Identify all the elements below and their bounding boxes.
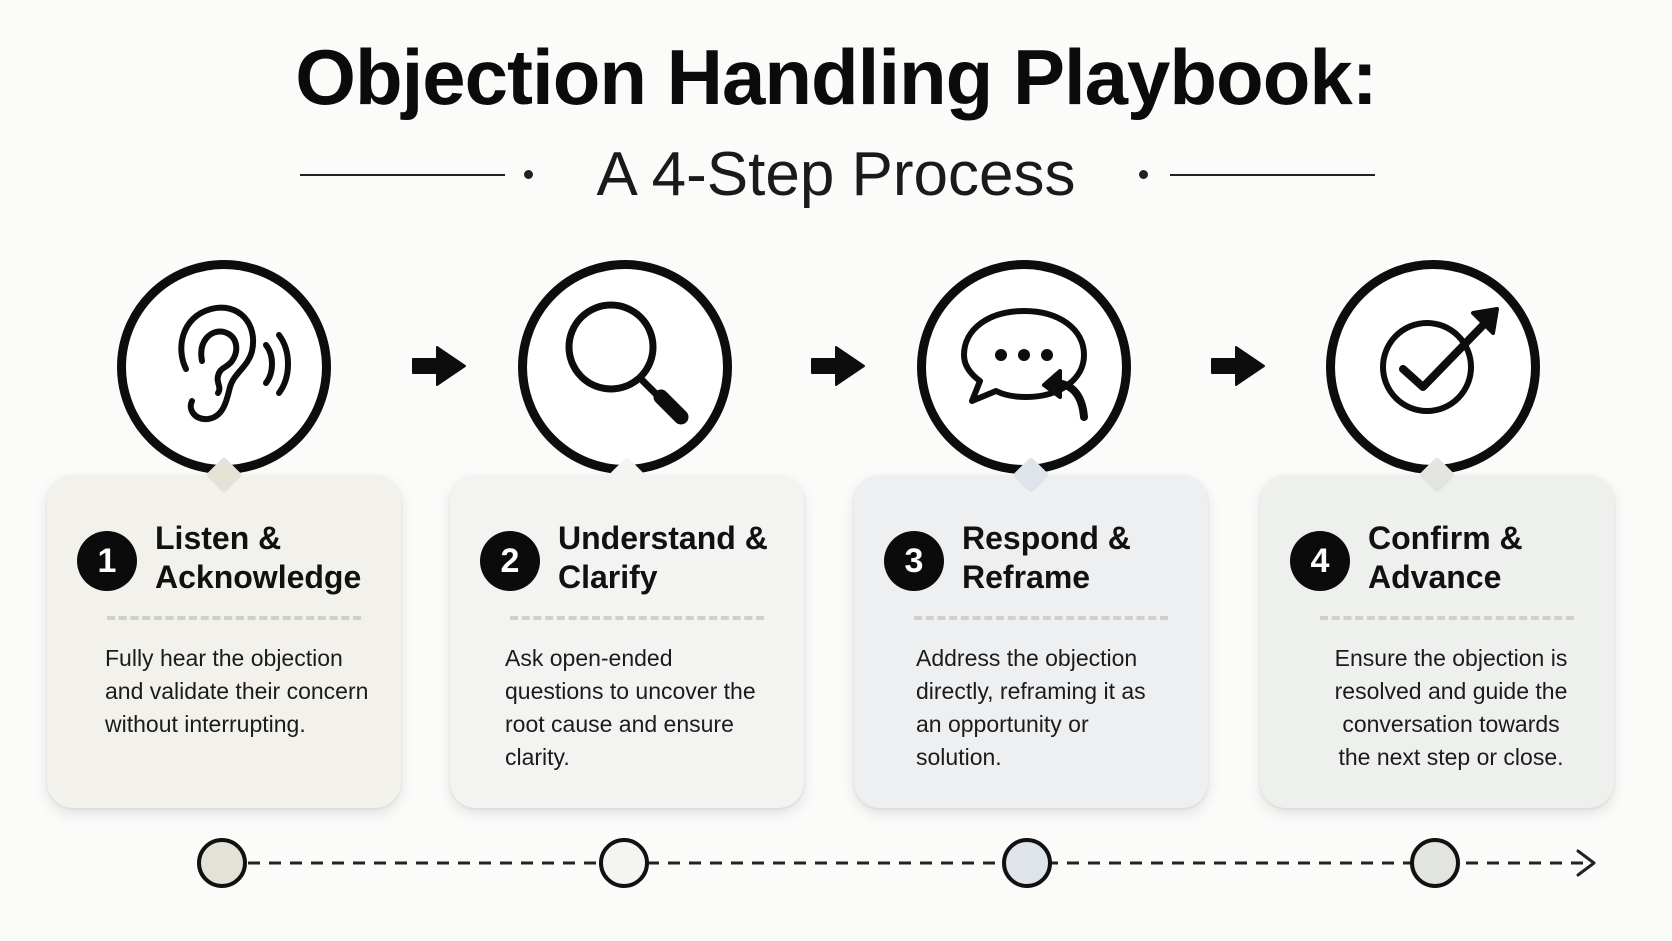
arrow-right-icon <box>412 346 466 386</box>
step-title-line: Reframe <box>962 559 1091 595</box>
timeline-node-4 <box>1410 838 1460 888</box>
step-number-badge: 1 <box>77 531 137 591</box>
step-title: Listen & Acknowledge <box>155 519 395 597</box>
step-title-line: Confirm & <box>1368 520 1523 556</box>
step-card-2: 2 Understand & Clarify Ask open-ended qu… <box>450 456 804 808</box>
step-card-4: 4 Confirm & Advance Ensure the objection… <box>1260 456 1614 808</box>
step-title: Respond & Reframe <box>962 519 1202 597</box>
magnifying-glass-icon <box>565 301 689 425</box>
step-description: Address the objection directly, reframin… <box>916 645 1146 770</box>
step-title: Understand & Clarify <box>558 519 798 597</box>
timeline-node-1 <box>197 838 247 888</box>
card-divider <box>914 616 1168 620</box>
page-subtitle: A 4-Step Process <box>596 140 1076 209</box>
arrow-right-icon <box>811 346 865 386</box>
timeline-arrowhead-icon <box>1576 849 1596 877</box>
step-number-badge: 4 <box>1290 531 1350 591</box>
step-title-line: Respond & <box>962 520 1131 556</box>
step-2-icon-circle <box>518 260 732 474</box>
page-title: Objection Handling Playbook: <box>295 33 1377 121</box>
step-title-line: Acknowledge <box>155 559 362 595</box>
step-title-line: Understand & <box>558 520 768 556</box>
card-divider <box>107 616 361 620</box>
step-number-badge: 3 <box>884 531 944 591</box>
step-4-icon-circle <box>1326 260 1540 474</box>
step-title-line: Listen & <box>155 520 282 556</box>
subtitle-dot-left <box>524 170 533 179</box>
step-title-line: Clarify <box>558 559 658 595</box>
step-card-3: 3 Respond & Reframe Address the objectio… <box>854 456 1208 808</box>
step-number-badge: 2 <box>480 531 540 591</box>
progress-timeline <box>197 838 1596 888</box>
speech-bubble-reply-icon <box>961 308 1088 421</box>
step-1-icon-circle <box>117 260 331 474</box>
checkmark-arrow-icon <box>1380 307 1499 414</box>
arrow-right-icon <box>1211 346 1265 386</box>
subtitle-rule-right <box>1170 174 1375 176</box>
step-card-1: 1 Listen & Acknowledge Fully hear the ob… <box>47 456 401 808</box>
step-description: Fully hear the objection and validate th… <box>105 645 369 737</box>
step-title-line: Advance <box>1368 559 1502 595</box>
subtitle-dot-right <box>1139 170 1148 179</box>
timeline-node-2 <box>599 838 649 888</box>
ear-icon <box>178 304 291 423</box>
card-divider <box>510 616 764 620</box>
step-description: Ensure the objection is resolved and gui… <box>1334 645 1568 770</box>
subtitle-rule-left <box>300 174 505 176</box>
card-divider <box>1320 616 1574 620</box>
step-3-icon-circle <box>917 260 1131 474</box>
subtitle-row: A 4-Step Process <box>0 140 1672 210</box>
step-title: Confirm & Advance <box>1368 519 1608 597</box>
step-description: Ask open-ended questions to uncover the … <box>505 645 756 770</box>
timeline-node-3 <box>1002 838 1052 888</box>
